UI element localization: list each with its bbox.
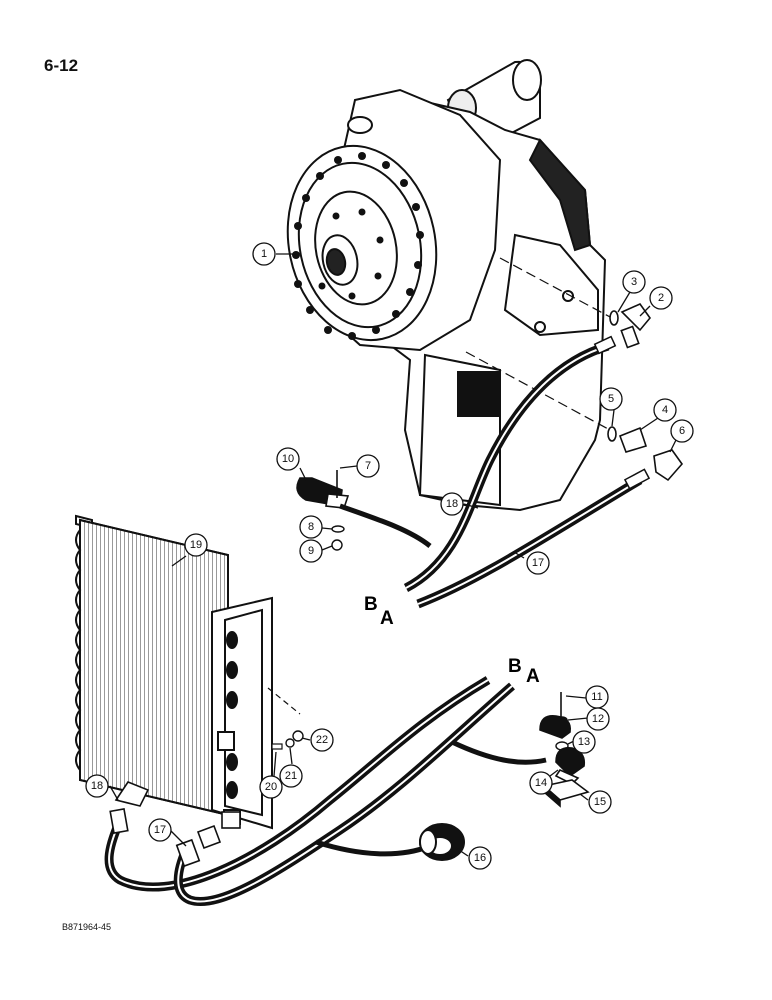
callout-17-upper: 17: [532, 557, 544, 569]
hose-18-lower: [104, 676, 491, 892]
callouts: [85, 242, 694, 870]
callout-labels: 1 2 3 4 5 6 7 8 9 10 11 12 13 14 15 16 1…: [91, 248, 685, 864]
cooler-mount-line: [267, 687, 301, 715]
oil-cooler: [75, 514, 273, 830]
o-ring-5: [607, 426, 617, 442]
o-ring-3: [609, 310, 619, 326]
clamp-10: [296, 477, 350, 509]
hose-label-b-upper: B: [364, 594, 378, 615]
hose-label-a-lower: A: [526, 666, 540, 687]
connector-4: [618, 426, 648, 453]
callout-1: 1: [261, 248, 267, 260]
callout-11: 11: [591, 691, 602, 703]
grommet-leader: [315, 839, 431, 857]
hose-17-upper: [416, 476, 643, 609]
callout-3: 3: [631, 276, 637, 288]
callout-8: 8: [308, 521, 314, 533]
callout-20: 20: [265, 781, 277, 793]
clamp-14: [539, 714, 586, 785]
hose-18-upper: [403, 341, 610, 592]
callout-6: 6: [679, 425, 685, 437]
callout-9: 9: [308, 545, 314, 557]
callout-15: 15: [594, 796, 606, 808]
transmission: [286, 59, 607, 512]
callout-17-lower: 17: [154, 824, 166, 836]
callout-13: 13: [578, 736, 590, 748]
clamp-leader-lower: [450, 739, 547, 765]
callout-7: 7: [365, 460, 371, 472]
callout-22: 22: [316, 734, 328, 746]
hose-end-17-upper: [623, 468, 651, 490]
drawing-code: B871964-45: [62, 922, 112, 932]
flange-bolts: [292, 152, 424, 340]
hose-label-a-upper: A: [380, 608, 394, 629]
callout-10: 10: [282, 453, 294, 465]
callout-16: 16: [474, 852, 486, 864]
nut-9: [331, 539, 343, 551]
elbow-fitting-2: [620, 303, 652, 349]
clamp-leader-upper: [339, 503, 432, 548]
bolt-20: [271, 743, 283, 750]
callout-18-lower: 18: [91, 780, 103, 792]
spacer-15: [542, 779, 590, 808]
nut-22: [292, 730, 304, 742]
washer-21: [285, 738, 295, 748]
hose-fittings-lower: [109, 781, 241, 868]
hose-label-b-lower: B: [508, 656, 522, 677]
page-number: 6-12: [44, 56, 79, 75]
callout-14: 14: [535, 777, 547, 789]
callout-5: 5: [608, 393, 614, 405]
washer-8: [331, 525, 345, 533]
callout-12: 12: [592, 713, 604, 725]
callout-4: 4: [662, 404, 668, 416]
elbow-fitting-6: [653, 449, 684, 482]
callout-21: 21: [285, 770, 297, 782]
hose-end-18-upper: [593, 335, 617, 355]
callout-2: 2: [658, 292, 664, 304]
callout-19: 19: [190, 539, 202, 551]
grommet-16: [419, 823, 465, 861]
hose-17-lower: [173, 682, 515, 906]
callout-18-upper: 18: [446, 498, 458, 510]
